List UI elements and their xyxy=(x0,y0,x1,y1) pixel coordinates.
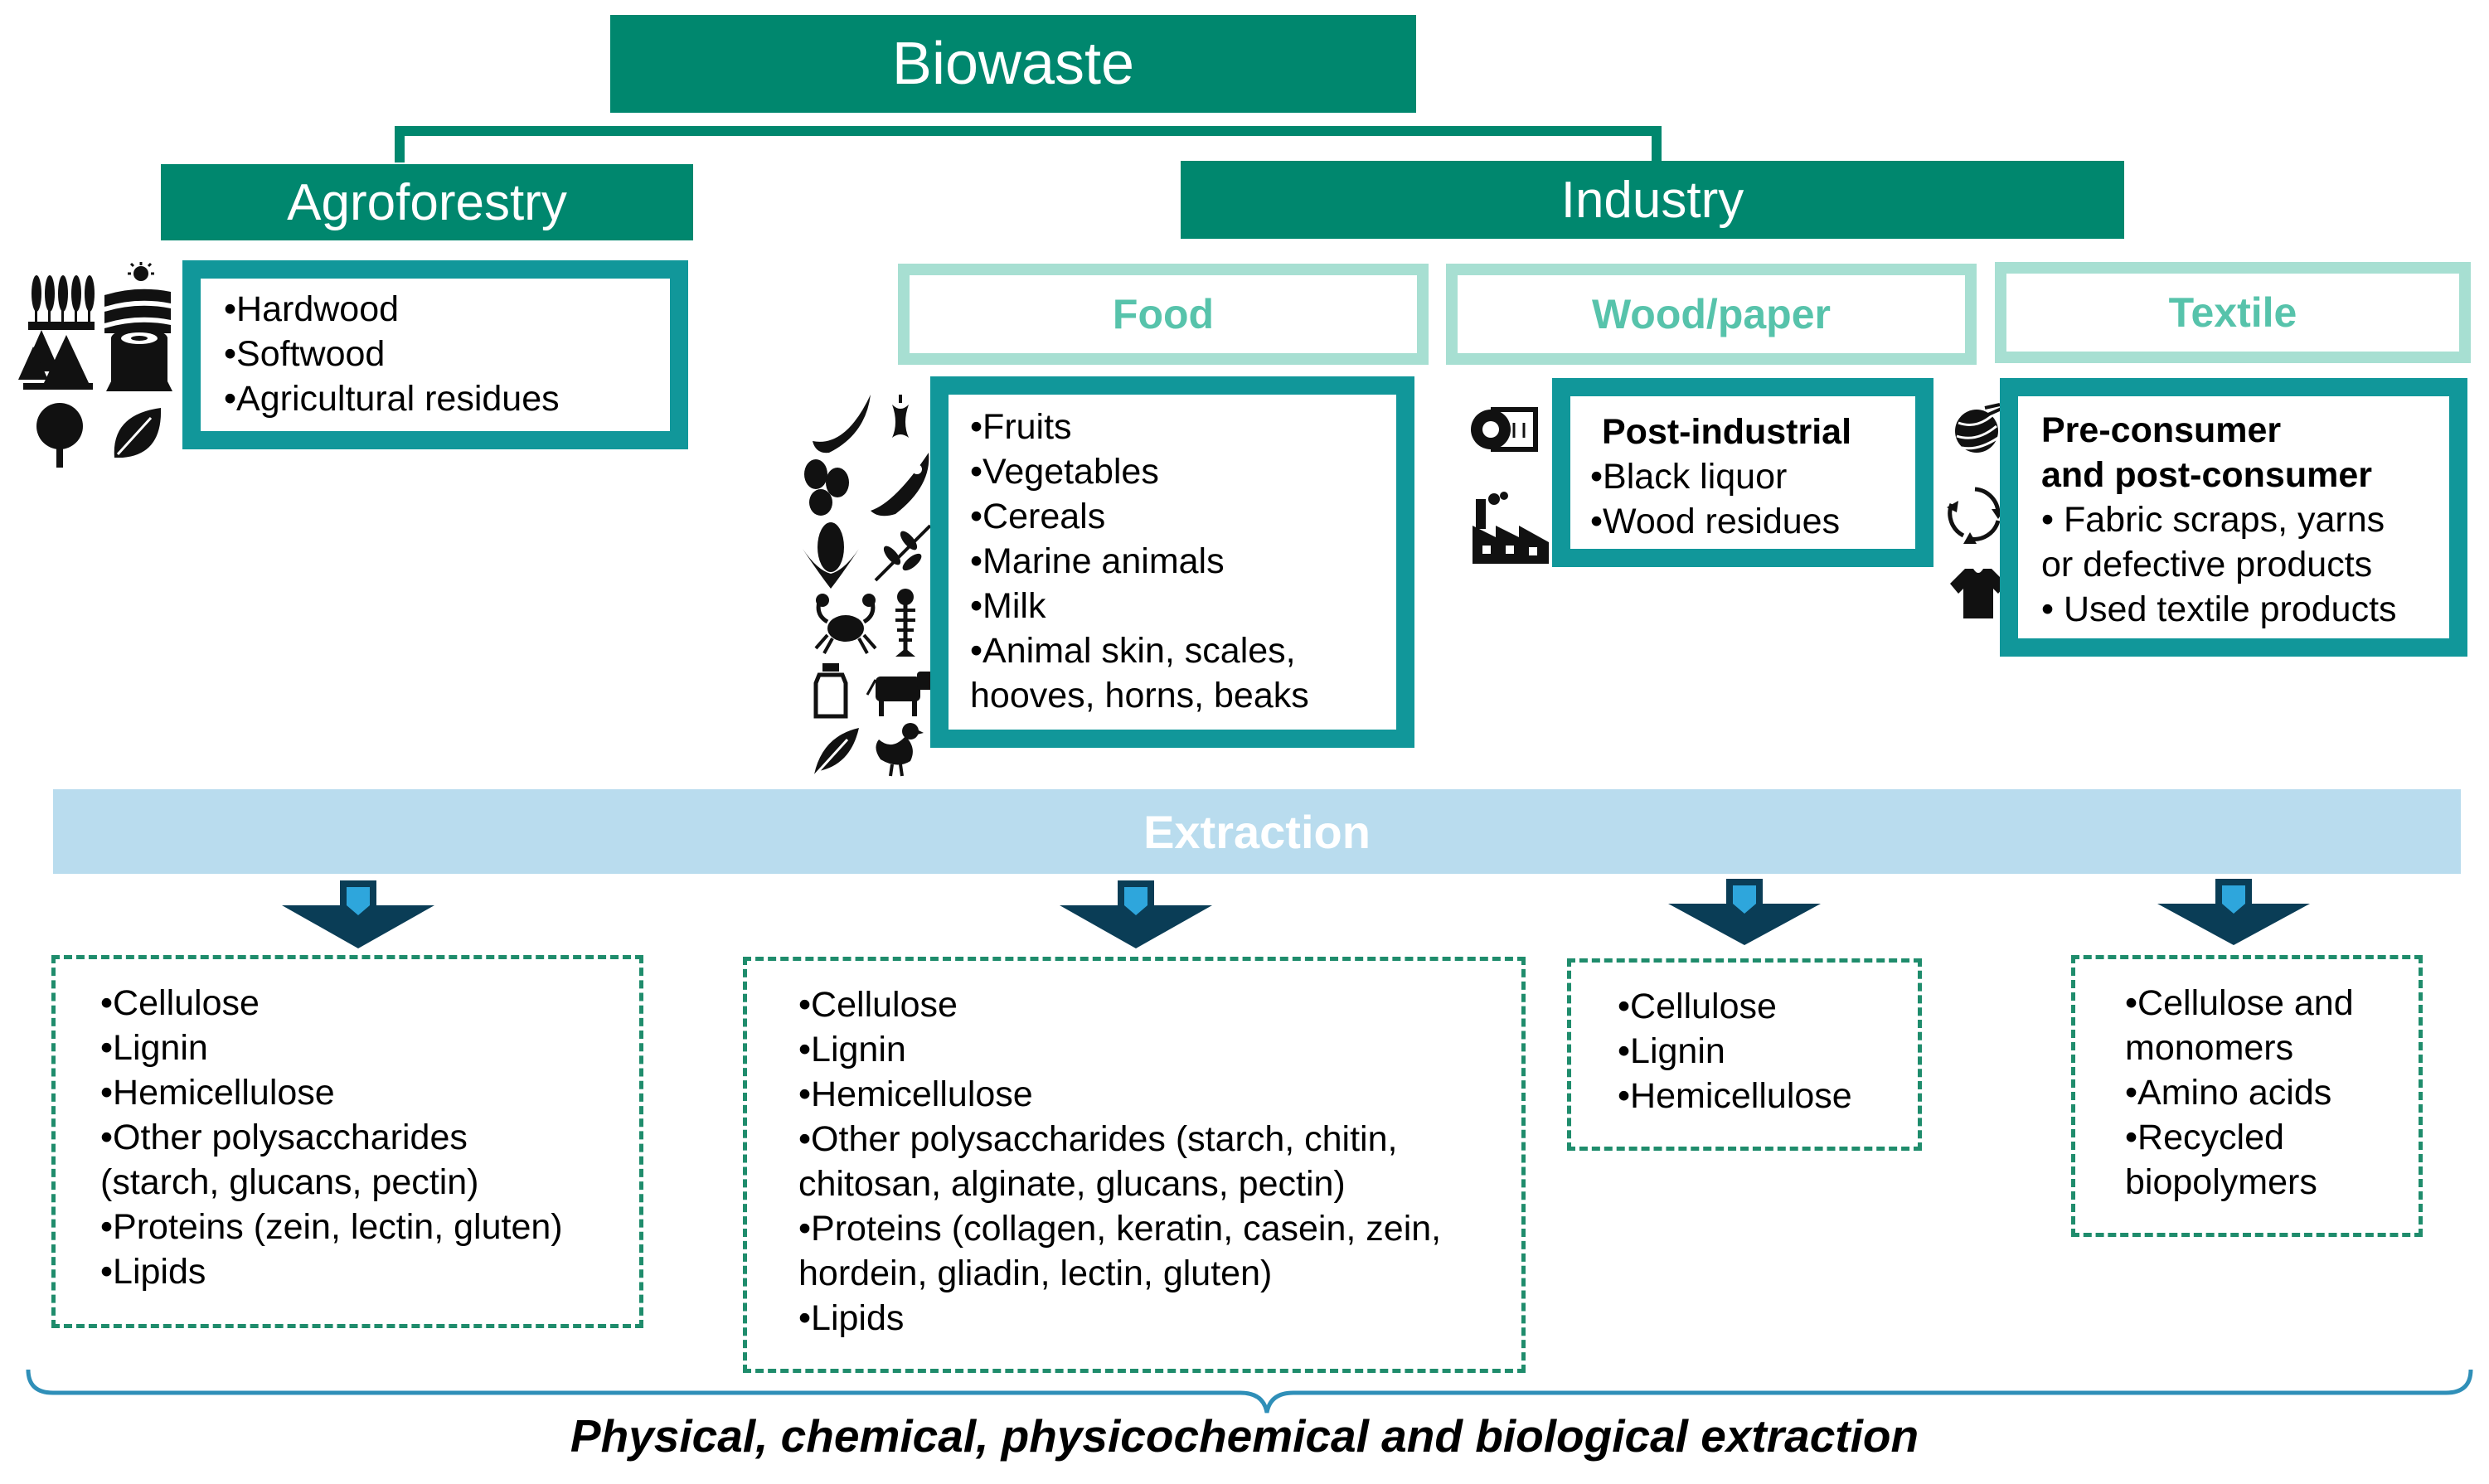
output-item: biopolymers xyxy=(2125,1162,2317,1202)
down-arrow-agroforestry xyxy=(282,880,434,948)
tree-stump-icon xyxy=(106,328,172,391)
down-arrow-textile xyxy=(2157,879,2310,945)
textile-item: • Used textile products xyxy=(2041,589,2397,629)
coffee-beans-icon xyxy=(804,459,849,516)
banana-icon xyxy=(813,395,871,453)
textile-sources-box: Pre-consumer and post-consumer • Fabric … xyxy=(2000,378,2467,657)
agroforestry-item: •Softwood xyxy=(224,334,386,374)
field-sun-icon xyxy=(104,262,171,333)
food-header: Food xyxy=(898,264,1429,365)
food-output-box: •Cellulose •Lignin •Hemicellulose •Other… xyxy=(743,957,1526,1373)
textile-item: or defective products xyxy=(2041,545,2373,584)
down-arrow-wood-paper xyxy=(1668,879,1821,945)
forest-icon xyxy=(18,330,93,390)
footer-caption: Physical, chemical, physicochemical and … xyxy=(570,1410,1919,1462)
output-item: •Lignin xyxy=(100,1028,208,1068)
pea-pod-icon xyxy=(871,453,929,516)
yarn-ball-icon xyxy=(1955,403,2004,453)
output-item: •Other polysaccharides xyxy=(100,1118,468,1157)
textile-item: • Fabric scraps, yarns xyxy=(2041,500,2385,540)
food-item: •Cereals xyxy=(970,497,1106,536)
bracket-brace xyxy=(26,1369,2473,1414)
down-arrow-food xyxy=(1060,880,1212,948)
output-item: •Lignin xyxy=(798,1030,906,1069)
biowaste-title: Biowaste xyxy=(610,15,1416,113)
wood-paper-output-box: •Cellulose •Lignin •Hemicellulose xyxy=(1567,958,1922,1151)
output-item: •Other polysaccharides (starch, chitin, xyxy=(798,1119,1398,1159)
apple-core-icon xyxy=(892,395,909,438)
output-item: •Cellulose xyxy=(1618,987,1777,1026)
food-item: •Marine animals xyxy=(970,541,1225,581)
output-item: monomers xyxy=(2125,1028,2294,1068)
food-sources-box: •Fruits •Vegetables •Cereals •Marine ani… xyxy=(930,376,1414,748)
textile-heading: Pre-consumer xyxy=(2041,410,2282,450)
food-item: •Fruits xyxy=(970,407,1072,447)
milk-bottle-icon xyxy=(813,663,848,719)
cow-icon xyxy=(866,672,934,716)
tshirt-icon xyxy=(1950,569,2006,618)
output-item: •Amino acids xyxy=(2125,1073,2332,1113)
output-item: hordein, gliadin, lectin, gluten) xyxy=(798,1254,1273,1293)
output-item: •Lipids xyxy=(100,1252,206,1292)
agroforestry-item: •Hardwood xyxy=(224,289,400,329)
leaf-icon xyxy=(114,408,162,458)
output-item: •Cellulose xyxy=(798,985,958,1025)
industry-header: Industry xyxy=(1181,161,2124,239)
output-item: •Proteins (collagen, keratin, casein, ze… xyxy=(798,1209,1442,1249)
olive-branch-icon xyxy=(874,524,932,582)
output-item: •Proteins (zein, lectin, gluten) xyxy=(100,1207,563,1247)
recycle-icon xyxy=(1947,487,2005,544)
paper-roll-icon xyxy=(1471,407,1538,452)
wood-paper-heading: Post-industrial xyxy=(1602,412,1852,452)
factory-icon xyxy=(1473,492,1549,564)
corn-icon xyxy=(803,522,859,589)
output-item: •Lipids xyxy=(798,1298,905,1338)
wheat-icon xyxy=(28,275,95,330)
textile-header: Textile xyxy=(1995,262,2471,363)
crab-icon xyxy=(814,594,877,654)
textile-heading: and post-consumer xyxy=(2041,455,2372,495)
output-item: •Cellulose xyxy=(100,983,260,1023)
extraction-bar: Extraction xyxy=(53,789,2461,874)
agroforestry-sources-box: •Hardwood •Softwood •Agricultural residu… xyxy=(182,260,688,449)
wood-paper-item: •Black liquor xyxy=(1590,457,1788,497)
wood-paper-sources-box: Post-industrial •Black liquor •Wood resi… xyxy=(1552,378,1933,567)
tree-icon xyxy=(36,403,83,468)
output-item: •Hemicellulose xyxy=(1618,1076,1852,1116)
agroforestry-item: •Agricultural residues xyxy=(224,379,560,419)
feather-icon xyxy=(813,728,859,778)
food-item: hooves, horns, beaks xyxy=(970,676,1309,715)
output-item: chitosan, alginate, glucans, pectin) xyxy=(798,1164,1346,1204)
food-item: •Animal skin, scales, xyxy=(970,631,1296,671)
output-item: •Lignin xyxy=(1618,1031,1725,1071)
food-item: •Milk xyxy=(970,586,1046,626)
fish-bone-icon xyxy=(895,589,915,657)
top-connector xyxy=(395,126,1662,162)
chicken-icon xyxy=(876,723,924,777)
food-item: •Vegetables xyxy=(970,452,1159,492)
agroforestry-header: Agroforestry xyxy=(161,164,693,240)
output-item: •Hemicellulose xyxy=(100,1073,335,1113)
output-item: •Cellulose and xyxy=(2125,983,2354,1023)
wood-paper-header: Wood/paper xyxy=(1446,264,1977,365)
agroforestry-output-box: •Cellulose •Lignin •Hemicellulose •Other… xyxy=(51,955,643,1328)
wood-paper-item: •Wood residues xyxy=(1590,502,1841,541)
textile-output-box: •Cellulose and monomers •Amino acids •Re… xyxy=(2071,955,2423,1237)
output-item: •Hemicellulose xyxy=(798,1074,1033,1114)
output-item: •Recycled xyxy=(2125,1118,2284,1157)
output-item: (starch, glucans, pectin) xyxy=(100,1162,479,1202)
